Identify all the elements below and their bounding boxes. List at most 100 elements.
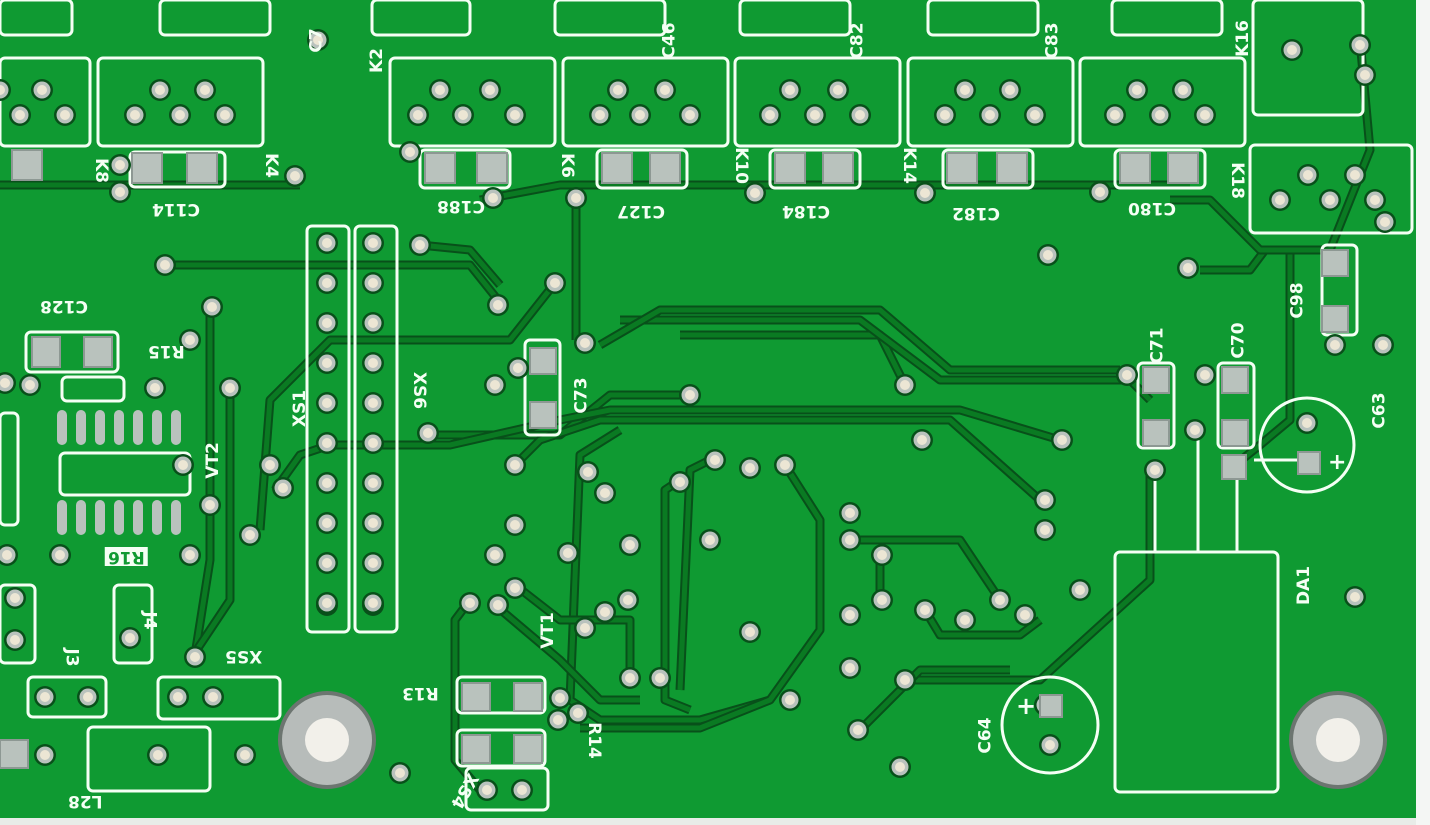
- ic-lead: [95, 500, 105, 535]
- drill-hole: [583, 467, 593, 477]
- silkscreen-outline: [941, 148, 1035, 190]
- board-edge-bottom: [0, 818, 1430, 825]
- ic-lead: [171, 410, 181, 445]
- drill-hole: [1370, 195, 1380, 205]
- silk-label: C82: [847, 22, 868, 59]
- smd-pad: [1321, 305, 1349, 333]
- silk-label: XS1: [290, 389, 311, 428]
- silkscreen-outline: [156, 675, 282, 721]
- silkscreen-outline: [561, 56, 730, 148]
- drill-hole: [125, 633, 135, 643]
- board-edge-right: [1416, 0, 1430, 825]
- drill-hole: [225, 383, 235, 393]
- silkscreen-outline: [595, 148, 689, 190]
- ic-lead: [152, 410, 162, 445]
- drill-hole: [322, 358, 332, 368]
- silkscreen-outline: [0, 56, 92, 148]
- drill-hole: [493, 600, 503, 610]
- drill-hole: [563, 548, 573, 558]
- drill-hole: [55, 550, 65, 560]
- drill-hole: [785, 85, 795, 95]
- drill-hole: [220, 110, 230, 120]
- silk-label: J3: [61, 648, 82, 667]
- smd-pad: [1221, 454, 1247, 480]
- copper-trace: [580, 463, 823, 731]
- silk-label: C64: [975, 717, 996, 754]
- drill-hole: [190, 652, 200, 662]
- drill-hole: [1330, 340, 1340, 350]
- mounting-hole: [305, 718, 349, 762]
- drill-hole: [571, 193, 581, 203]
- trace-outline: [580, 462, 825, 733]
- drill-hole: [920, 188, 930, 198]
- drill-hole: [745, 463, 755, 473]
- drill-hole: [855, 110, 865, 120]
- drill-hole: [173, 692, 183, 702]
- smd-pad: [424, 152, 456, 184]
- silkscreen-outline: [455, 675, 547, 715]
- polarity-plus: +: [1328, 450, 1347, 475]
- drill-hole: [845, 663, 855, 673]
- silkscreen-outline: [0, 0, 74, 37]
- drill-hole: [845, 610, 855, 620]
- drill-hole: [750, 188, 760, 198]
- drill-hole: [917, 435, 927, 445]
- silk-label: C188: [437, 196, 485, 216]
- ic-lead: [57, 500, 67, 535]
- drill-hole: [200, 85, 210, 95]
- ic-lead: [114, 500, 124, 535]
- smd-pad: [186, 152, 218, 184]
- silk-label: C46: [659, 22, 680, 59]
- drill-hole: [845, 508, 855, 518]
- drill-hole: [623, 595, 633, 605]
- drill-hole: [150, 383, 160, 393]
- drill-hole: [1030, 110, 1040, 120]
- silk-label: VT2: [202, 442, 223, 479]
- drill-hole: [368, 398, 378, 408]
- silk-label: C182: [952, 203, 1000, 223]
- drill-hole: [1095, 187, 1105, 197]
- drill-hole: [1005, 85, 1015, 95]
- silk-label: K14: [898, 147, 919, 184]
- copper-trace: [479, 182, 1190, 203]
- silkscreen-outline: [388, 56, 557, 148]
- silkscreen-outline: [553, 0, 667, 37]
- ic-lead: [152, 500, 162, 535]
- copper-trace: [187, 385, 233, 662]
- drill-hole: [490, 380, 500, 390]
- smd-pad: [529, 347, 557, 375]
- silk-label: C73: [571, 377, 592, 414]
- smd-pad: [11, 149, 43, 181]
- drill-hole: [322, 438, 332, 448]
- ic-lead: [76, 500, 86, 535]
- drill-hole: [517, 785, 527, 795]
- silk-label: K2: [367, 47, 388, 74]
- drill-hole: [0, 378, 10, 388]
- silk-label: C98: [1287, 282, 1308, 319]
- ic-lead: [114, 410, 124, 445]
- drill-hole: [1275, 195, 1285, 205]
- silk-label: K10: [730, 147, 751, 184]
- drill-hole: [413, 110, 423, 120]
- silkscreen-outline: [464, 766, 550, 812]
- drill-hole: [995, 595, 1005, 605]
- drill-hole: [368, 518, 378, 528]
- silkscreen-outline: [768, 148, 862, 190]
- ic-lead: [133, 410, 143, 445]
- silk-label: DA1: [1294, 565, 1315, 606]
- drill-hole: [895, 762, 905, 772]
- drill-hole: [580, 338, 590, 348]
- silkscreen-outline: [738, 0, 852, 37]
- drill-hole: [208, 692, 218, 702]
- drill-hole: [322, 318, 332, 328]
- drill-hole: [960, 85, 970, 95]
- silk-label: C180: [1128, 198, 1176, 218]
- drill-hole: [1200, 370, 1210, 380]
- ic-lead: [133, 500, 143, 535]
- drill-hole: [368, 558, 378, 568]
- drill-hole: [435, 85, 445, 95]
- drill-hole: [513, 363, 523, 373]
- ic-lead: [76, 410, 86, 445]
- smd-pad: [461, 734, 491, 764]
